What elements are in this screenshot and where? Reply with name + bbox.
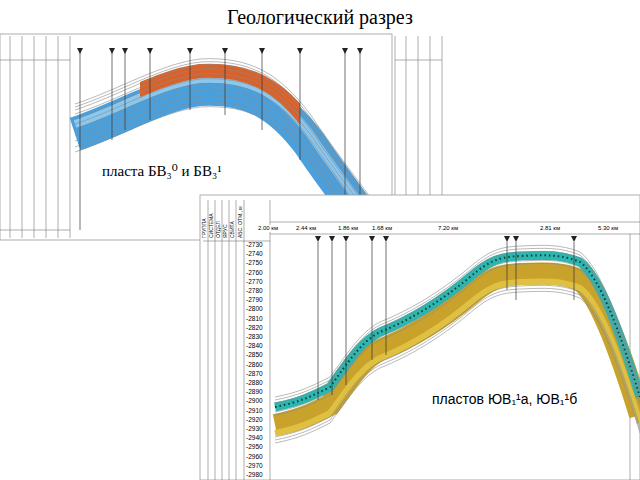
depth-mark: -2740 xyxy=(246,250,263,257)
depth-mark: -2910 xyxy=(246,407,263,414)
distance-label: 2.44 км xyxy=(296,225,316,232)
depth-mark: -2770 xyxy=(246,278,263,285)
depth-mark: -2950 xyxy=(246,443,263,450)
section-two xyxy=(200,195,640,480)
depth-mark: -2830 xyxy=(246,333,263,340)
column-header: ГРУППА xyxy=(202,218,208,238)
depth-mark: -2960 xyxy=(246,453,263,460)
depth-mark: -2820 xyxy=(246,324,263,331)
depth-mark: -2760 xyxy=(246,269,263,276)
depth-mark: -2800 xyxy=(246,305,263,312)
depth-mark: -2850 xyxy=(246,351,263,358)
depth-mark: -2750 xyxy=(246,259,263,266)
column-header: ОТДЕЛ xyxy=(216,221,222,238)
distance-label: 2.00 км xyxy=(258,225,278,232)
depth-mark: -2730 xyxy=(246,241,263,248)
depth-mark: -2900 xyxy=(246,397,263,404)
depth-mark: -2810 xyxy=(246,315,263,322)
column-header: СВИТА xyxy=(230,221,236,238)
depth-mark: -2920 xyxy=(246,416,263,423)
distance-label: 2.81 км xyxy=(540,225,560,232)
depth-mark: -2930 xyxy=(246,425,263,432)
depth-mark: -2870 xyxy=(246,370,263,377)
depth-mark: -2970 xyxy=(246,462,263,469)
distance-label: 5.30 км xyxy=(598,225,618,232)
depth-mark: -2780 xyxy=(246,287,263,294)
column-header: АБС. ОТМ., м xyxy=(238,206,244,238)
depth-mark: -2840 xyxy=(246,342,263,349)
depth-mark: -2940 xyxy=(246,434,263,441)
depth-mark: -2980 xyxy=(246,471,263,478)
distance-label: 1.86 км xyxy=(338,225,358,232)
distance-label: 7.20 км xyxy=(438,225,458,232)
page-title: Геологический разрез xyxy=(0,6,640,29)
layer-label: пласта БВ₃⁰ и БВ₃¹ xyxy=(100,163,224,180)
depth-mark: -2880 xyxy=(246,379,263,386)
depth-mark: -2860 xyxy=(246,361,263,368)
column-header: СИСТЕМА xyxy=(209,213,215,238)
depth-mark: -2790 xyxy=(246,296,263,303)
column-header: ЯРУС xyxy=(223,224,229,238)
layer-label: пластов ЮВ₁¹а, ЮВ₁¹б xyxy=(430,392,579,407)
depth-mark: -2890 xyxy=(246,388,263,395)
distance-label: 1.68 км xyxy=(372,225,392,232)
